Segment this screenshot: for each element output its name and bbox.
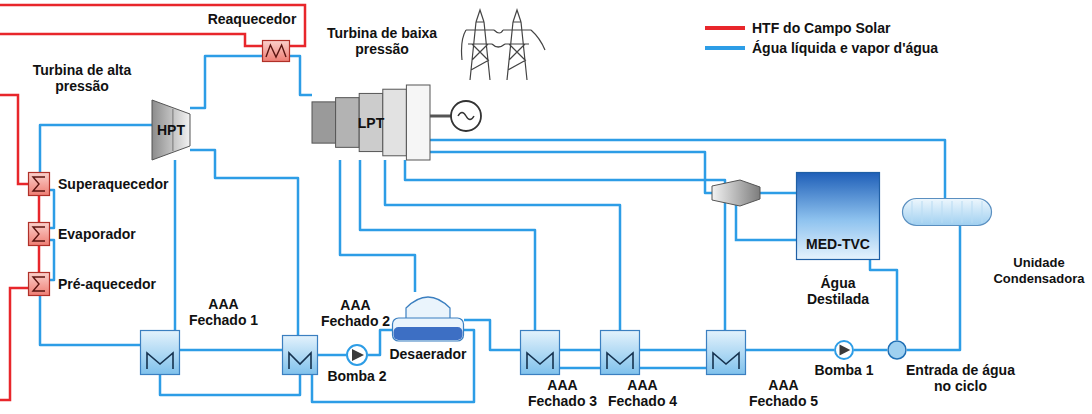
legend-sample (705, 26, 745, 30)
water-steam-connector (50, 190, 54, 228)
node-heading: Reaquecedor (208, 11, 297, 27)
node-outline (28, 222, 50, 246)
hp-turbine: Turbina de alta pressãoHPT (152, 100, 190, 160)
htf-line (0, 5, 305, 400)
node-heading: Pré-aquecedor (58, 276, 156, 292)
deaerator: Desaerador (392, 292, 464, 342)
water-steam-connector (640, 349, 706, 352)
node-outline (140, 330, 180, 375)
node-outline (282, 335, 318, 375)
water-steam-connector (190, 56, 262, 108)
stream-label: Água Destilada (803, 275, 873, 307)
node-heading: Unidade Condensadora (989, 255, 1089, 287)
node-outline (28, 172, 50, 196)
water-steam-connector (405, 160, 725, 330)
med-vapour-return (736, 205, 796, 240)
reheater: Reaquecedor (262, 40, 290, 62)
lp-turbine: Turbina de baixa pressãoLPT (312, 85, 430, 160)
water-steam-connector (385, 160, 620, 330)
water-steam-connector (180, 349, 282, 352)
solar-heat-exchanger: Superaquecedor (28, 172, 50, 196)
pump: Bomba 1 (834, 340, 854, 360)
node-heading: Evaporador (58, 226, 136, 242)
legend-sample (705, 46, 745, 50)
node-heading: AAA Fechado 4 (605, 377, 680, 409)
node-heading: AAA Fechado 5 (746, 377, 821, 409)
node-outline (834, 340, 854, 360)
solar-heat-exchanger: Pré-aquecedor (28, 272, 50, 296)
node-outline (520, 330, 560, 375)
node-outline (600, 330, 640, 375)
node-heading: MED-TVC (806, 236, 870, 252)
mixing-junction: Entrada de água no ciclo (887, 340, 907, 360)
node-outline (887, 340, 907, 360)
node-outline (28, 272, 50, 296)
node-heading: Bomba 2 (327, 368, 386, 384)
water-steam-connector (907, 226, 960, 350)
htf-connector (38, 246, 41, 272)
water-steam-connector (870, 260, 897, 340)
pump: Bomba 2 (346, 344, 368, 366)
water-steam-connector (464, 320, 520, 350)
node-outline (706, 330, 746, 375)
node-outline (902, 198, 992, 226)
feedwater-heater: AAA Fechado 5 (706, 330, 746, 375)
water-steam-connector (746, 349, 834, 352)
water-steam-connector (368, 330, 392, 355)
node-outline (262, 40, 290, 62)
feedwater-heater: AAA Fechado 1 (140, 330, 180, 375)
water-steam-connector (318, 354, 346, 357)
htf-connector (38, 196, 41, 222)
node-heading: Entrada de água no ciclo (903, 362, 1018, 394)
node-label: HPT (157, 122, 185, 138)
water-steam-connector (174, 160, 177, 330)
node-outline (346, 344, 368, 366)
feedwater-heater: AAA Fechado 3 (520, 330, 560, 375)
node-heading: Turbina de baixa pressão (317, 25, 447, 57)
water-steam-connector (50, 240, 54, 280)
feedwater-heater: AAA Fechado 2 (282, 335, 318, 375)
node-label: LPT (358, 115, 384, 131)
node-heading: AAA Fechado 2 (318, 297, 393, 329)
water-steam-connector (290, 56, 312, 95)
node-heading: AAA Fechado 1 (186, 296, 261, 328)
water-steam-connector (560, 367, 600, 370)
thermocompressor (712, 180, 760, 206)
water-steam-connector (40, 296, 140, 345)
node-heading: AAA Fechado 3 (525, 377, 600, 409)
node-heading: Bomba 1 (814, 362, 873, 378)
generator (430, 101, 481, 131)
condenser: Unidade Condensadora (902, 198, 992, 226)
transmission-tower (462, 10, 546, 80)
water-steam-connector (640, 367, 706, 370)
node-heading: Desaerador (389, 346, 466, 362)
water-steam-connector (160, 375, 300, 395)
feedwater-heater: AAA Fechado 4 (600, 330, 640, 375)
water-steam-connector (190, 150, 298, 335)
legend-entry: Água líquida e vapor d'água (752, 40, 938, 56)
legend-entry: HTF do Campo Solar (752, 20, 890, 36)
med-tvc-unit: MED-TVC (796, 172, 880, 260)
node-heading: Superaquecedor (58, 176, 168, 192)
node-outline (392, 292, 464, 342)
node-heading: Turbina de alta pressão (32, 62, 132, 94)
water-steam-connector (560, 349, 600, 352)
water-steam-connector (40, 125, 152, 172)
water-steam-connector (854, 349, 887, 352)
solar-heat-exchanger: Evaporador (28, 222, 50, 246)
